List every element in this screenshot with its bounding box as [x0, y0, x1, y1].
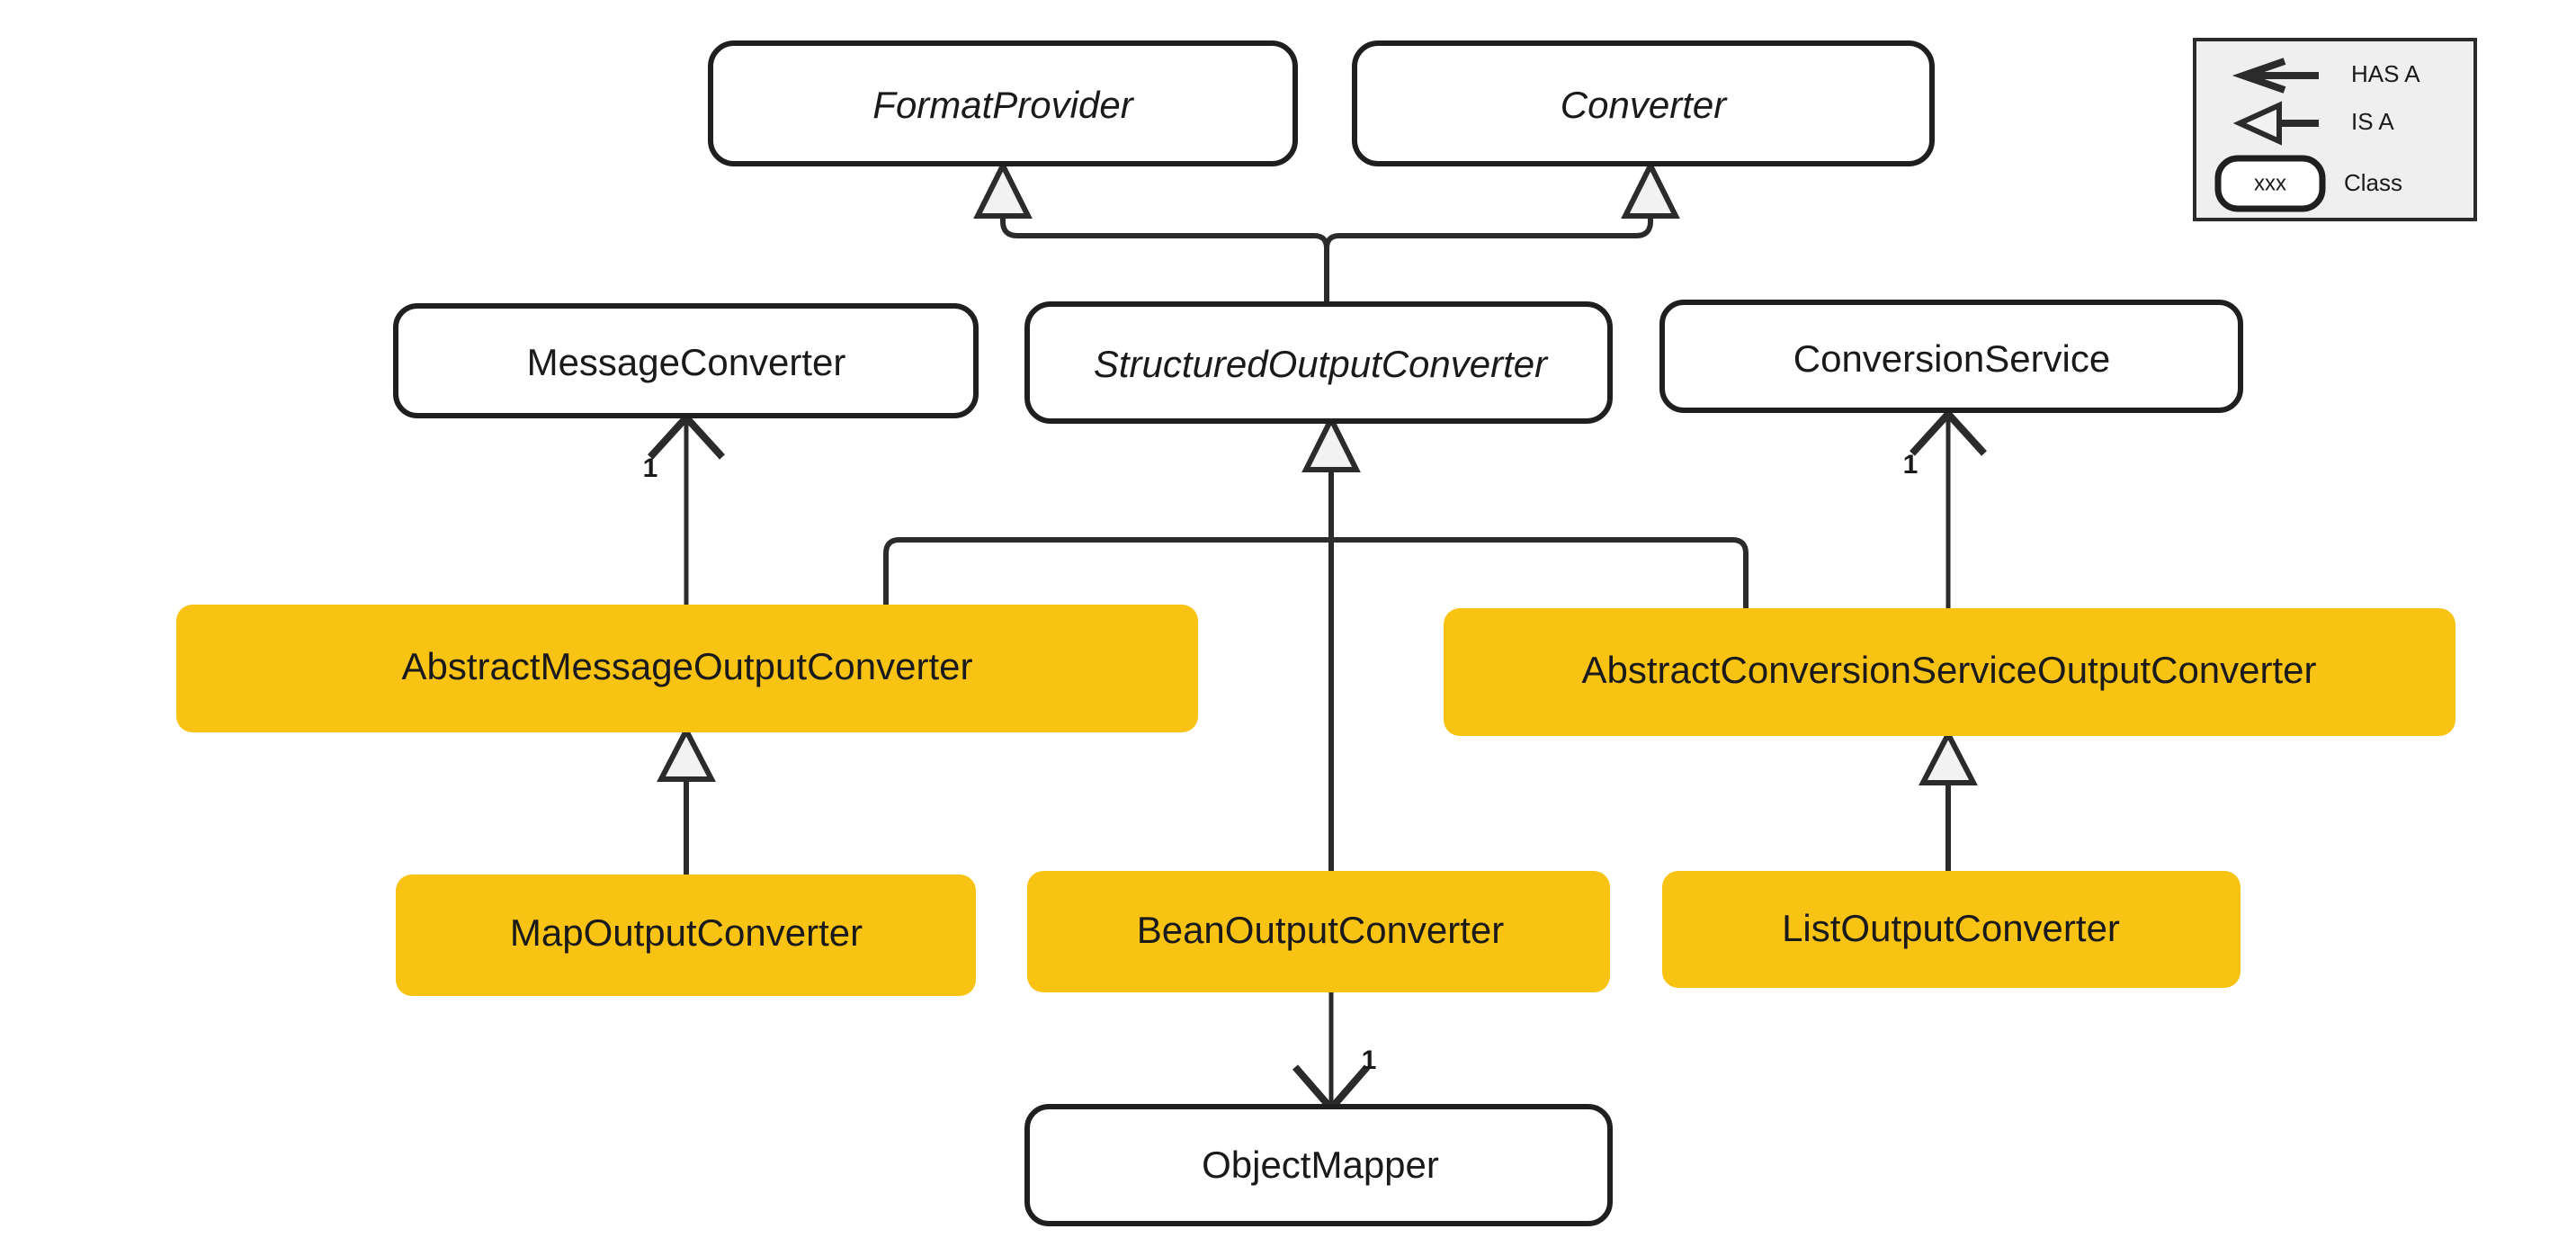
multiplicity-label-conversion-service: 1: [1903, 450, 1919, 480]
legend-label-class: Class: [2344, 169, 2402, 196]
node-abstract-message-output-converter[interactable]: AbstractMessageOutputConverter: [176, 605, 1198, 732]
has-a-arrow-icon: [1910, 408, 1987, 456]
node-label-structured-output-converter: StructuredOutputConverter: [1094, 343, 1549, 385]
node-label-map-output-converter: MapOutputConverter: [510, 911, 863, 954]
legend-item-has-a: HAS A: [2232, 58, 2420, 94]
edge-abstract-message-to-message-converter: [648, 412, 725, 605]
is-a-triangle-icon: [1919, 728, 1978, 785]
node-box[interactable]: [1659, 300, 2243, 413]
legend-label-has-a: HAS A: [2351, 60, 2420, 87]
node-bean-output-converter[interactable]: BeanOutputConverter: [1027, 871, 1610, 992]
node-label-object-mapper: ObjectMapper: [1202, 1144, 1439, 1186]
node-box[interactable]: [176, 605, 1198, 732]
node-map-output-converter[interactable]: MapOutputConverter: [396, 875, 976, 996]
legend-label-is-a: IS A: [2351, 108, 2394, 135]
node-list-output-converter[interactable]: ListOutputConverter: [1662, 871, 2241, 988]
node-box[interactable]: [393, 303, 979, 418]
edge-structured-to-interfaces: [973, 159, 1680, 304]
node-box[interactable]: [1024, 1104, 1613, 1226]
is-a-triangle-icon: [657, 724, 716, 782]
node-label-format-provider: FormatProvider: [872, 84, 1134, 126]
node-box[interactable]: [708, 40, 1298, 166]
node-label-list-output-converter: ListOutputConverter: [1782, 907, 2120, 949]
edge-list-to-abstract-conversion: [1919, 728, 1978, 871]
is-a-triangle-icon: [1301, 413, 1361, 472]
rounded-box-icon: [2214, 155, 2326, 212]
node-message-converter[interactable]: MessageConverter: [393, 303, 979, 418]
node-box[interactable]: [1444, 608, 2455, 736]
node-object-mapper[interactable]: ObjectMapper: [1024, 1104, 1613, 1226]
node-box[interactable]: [1024, 301, 1613, 424]
node-conversion-service[interactable]: ConversionService: [1659, 300, 2243, 413]
edge-map-to-abstract-message: [657, 724, 716, 875]
legend-panel: HAS A IS A xxx Class: [2193, 38, 2477, 221]
node-label-converter: Converter: [1561, 84, 1728, 126]
node-label-conversion-service: ConversionService: [1793, 337, 2111, 380]
node-box[interactable]: [1352, 40, 1935, 166]
multiplicity-label-message-converter: 1: [643, 453, 658, 483]
node-abstract-conversion-service-output-converter[interactable]: AbstractConversionServiceOutputConverter: [1444, 608, 2455, 736]
legend-item-is-a: IS A: [2232, 101, 2394, 146]
node-structured-output-converter[interactable]: StructuredOutputConverter: [1024, 301, 1613, 424]
node-box[interactable]: [1027, 871, 1610, 992]
is-a-triangle-icon: [973, 159, 1033, 219]
edge-abstracts-to-structured: [883, 413, 1749, 871]
multiplicity-label-object-mapper: 1: [1362, 1045, 1377, 1075]
legend-item-class: xxx Class: [2214, 155, 2402, 212]
edge-bean-to-object-mapper: [1292, 992, 1371, 1115]
edge-abstract-conversion-to-conversion-service: [1910, 408, 1987, 608]
node-box[interactable]: [396, 875, 976, 996]
legend-box-sample-text: xxx: [2254, 171, 2286, 195]
node-label-bean-output-converter: BeanOutputConverter: [1137, 909, 1505, 951]
node-label-abstract-conversion-service-output-converter: AbstractConversionServiceOutputConverter: [1581, 649, 2316, 691]
node-converter[interactable]: Converter: [1352, 40, 1935, 166]
node-label-message-converter: MessageConverter: [527, 341, 846, 383]
node-format-provider[interactable]: FormatProvider: [708, 40, 1298, 166]
node-label-abstract-message-output-converter: AbstractMessageOutputConverter: [402, 645, 973, 687]
node-box[interactable]: [1662, 871, 2241, 988]
is-a-triangle-icon: [1621, 159, 1680, 219]
